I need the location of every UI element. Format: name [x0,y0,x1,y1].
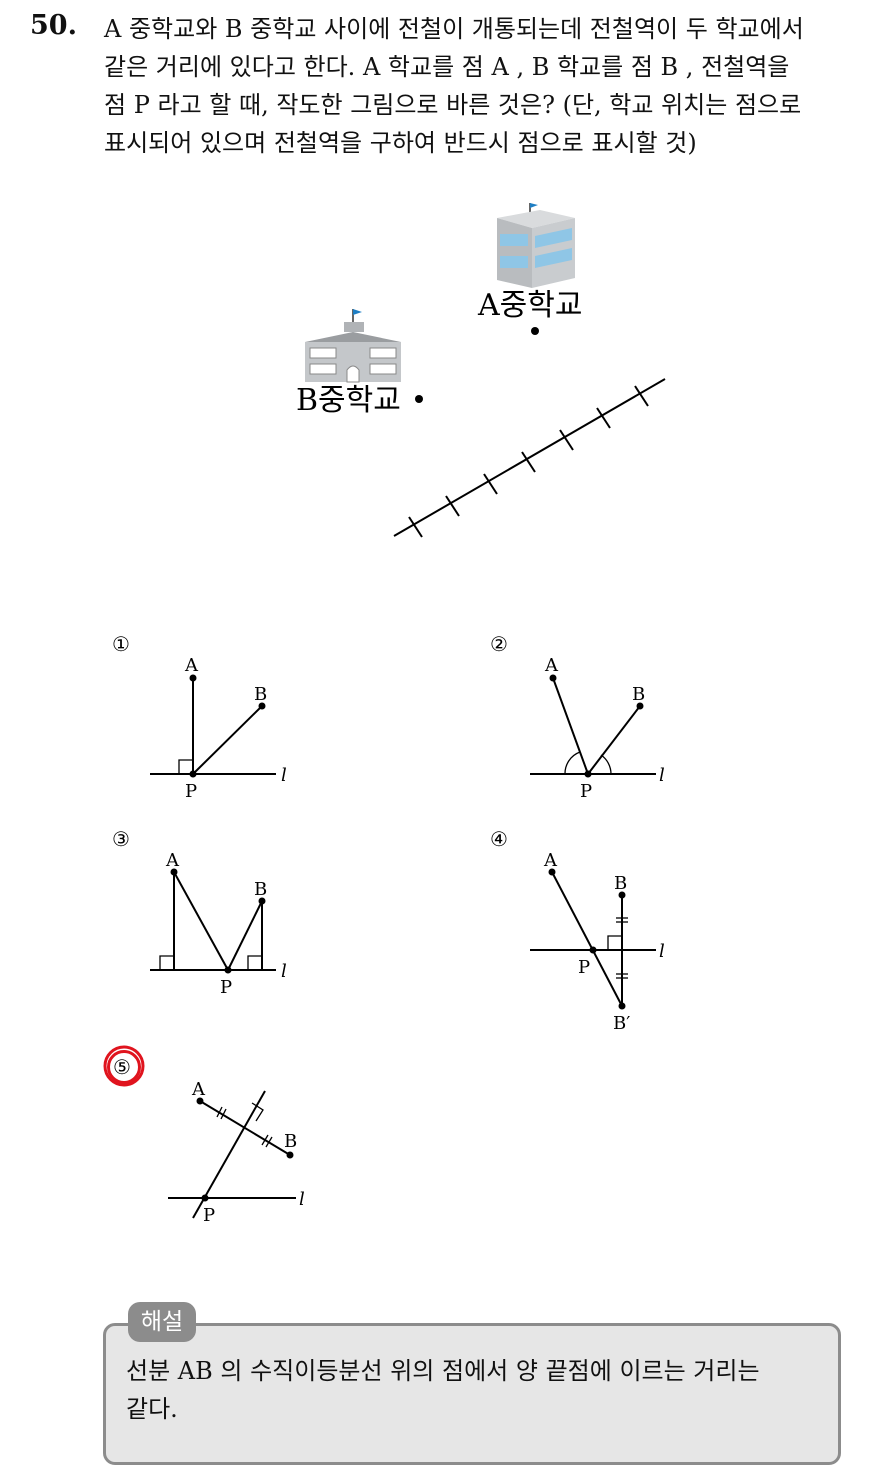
explanation-line: 선분 AB 의 수직이등분선 위의 점에서 양 끝점에 이르는 거리는 [126,1357,760,1385]
label-b: B [614,873,627,894]
label-b-prime: B′ [613,1013,630,1034]
label-p: P [203,1205,215,1226]
label-l: l [281,765,287,786]
angle-arc-left [564,751,581,775]
right-angle-mark [607,935,622,950]
label-l: l [281,961,287,982]
question-line: 표시되어 있으며 전철역을 구하여 반드시 점으로 표시할 것) [104,129,697,157]
explanation-box [103,1323,841,1465]
segment-ap [552,677,589,775]
point-b-prime [618,1002,626,1010]
question-number: 50. [30,10,77,41]
segment-pb [192,705,263,775]
question-line: 같은 거리에 있다고 한다. A 학교를 점 A , B 학교를 점 B , 전… [104,53,790,81]
answer-circle-icon [103,1045,145,1087]
point-b [286,1151,294,1159]
angle-arc-right [600,754,612,775]
point-p [189,770,197,778]
school-b-label: B중학교 [296,383,401,418]
option-4-marker: ④ [490,827,508,851]
question-text: A 중학교와 B 중학교 사이에 전철이 개통되는데 전철역이 두 학교에서 같… [104,10,874,162]
label-b: B [254,879,267,900]
explanation-tag: 해설 [128,1302,196,1342]
right-angle-mark [251,1102,264,1122]
equal-marks [216,1106,273,1148]
label-a: A [184,655,199,676]
option-5[interactable]: ⑤ A B P l [95,1040,335,1230]
school-a-point [531,327,539,335]
option-5-marker: ⑤ [113,1055,131,1079]
school-b-point [415,395,423,403]
school-a-label: A중학교 [477,288,582,323]
label-p: P [185,781,197,802]
point-b [636,702,644,710]
option-2[interactable]: ② A B P l [480,625,700,815]
option-3-marker: ③ [112,827,130,851]
label-b: B [254,684,267,705]
label-l: l [659,941,665,962]
school-b-building-icon [305,309,401,383]
point-p [589,946,597,954]
segment-pb [227,900,263,971]
school-a-building-icon [497,203,575,288]
right-angle-mark-a [159,955,174,970]
option-1[interactable]: ① A B P l [100,625,320,815]
equal-marks [616,917,628,979]
label-l: l [659,765,665,786]
point-a [170,868,178,876]
option-3[interactable]: ③ A B P l [100,820,320,1010]
point-p [584,770,592,778]
point-b [618,891,626,899]
point-p [201,1194,209,1202]
label-p: P [220,977,232,998]
segment-ab [551,871,623,1007]
point-p [224,966,232,974]
explanation-text: 선분 AB 의 수직이등분선 위의 점에서 양 끝점에 이르는 거리는 같다. [126,1352,826,1428]
label-b: B [632,684,645,705]
point-b [258,897,266,905]
point-a [549,674,557,682]
right-angle-mark [178,759,193,774]
question-line: 점 P 라고 할 때, 작도한 그림으로 바른 것은? (단, 학교 위치는 점… [104,91,802,119]
segment-pb [587,705,641,775]
label-p: P [580,781,592,802]
railway-line [393,378,666,538]
label-a: A [191,1079,206,1100]
explanation-line: 같다. [126,1395,178,1423]
point-b [258,702,266,710]
segment-ap [173,871,229,971]
label-a: A [165,850,180,871]
point-a [189,674,197,682]
right-angle-mark-b [247,955,262,970]
label-l: l [299,1189,305,1210]
question-line: A 중학교와 B 중학교 사이에 전철이 개통되는데 전철역이 두 학교에서 [104,15,804,43]
map-figure: A중학교 B중학교 [296,203,666,538]
point-a [196,1097,204,1105]
option-2-marker: ② [490,632,508,656]
option-4[interactable]: ④ A B P B′ l [480,820,700,1040]
option-1-marker: ① [112,632,130,656]
point-a [548,868,556,876]
label-p: P [578,957,590,978]
label-a: A [544,655,559,676]
label-a: A [543,850,558,871]
label-b: B [284,1131,297,1152]
